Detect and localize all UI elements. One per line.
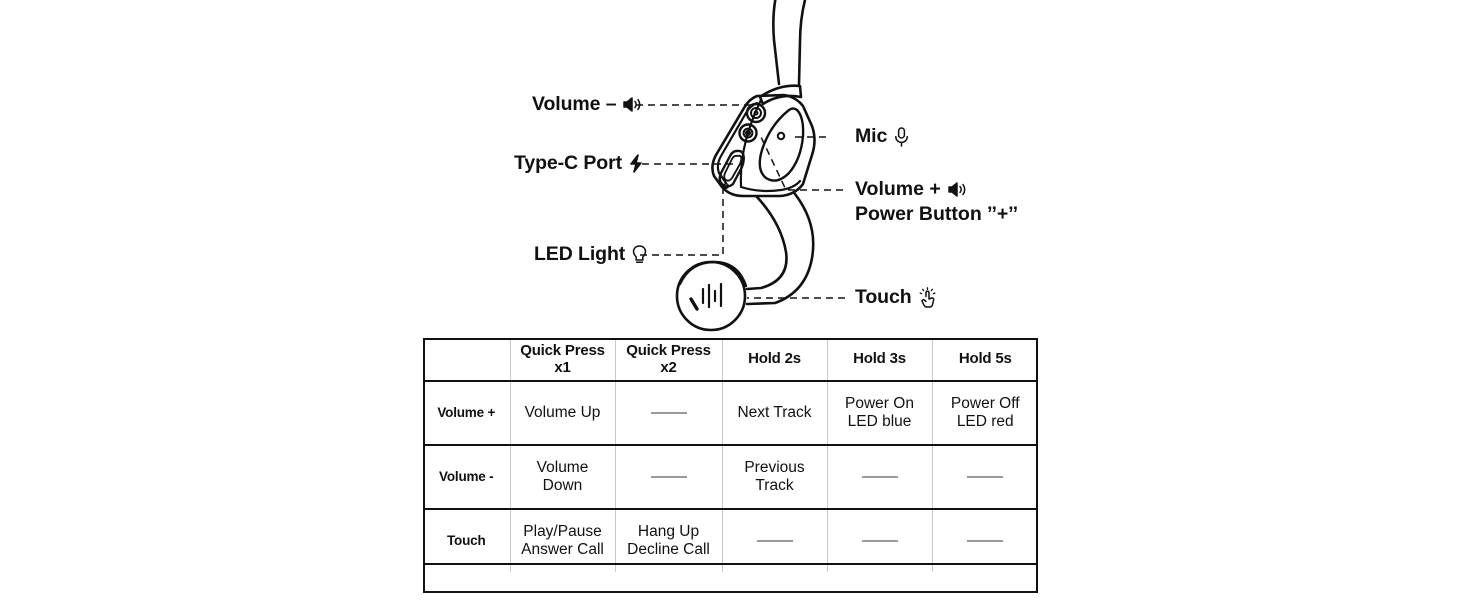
earpiece-disc (675, 260, 747, 332)
not-applicable-dash (861, 539, 898, 542)
earpiece-sound-waves (701, 282, 723, 309)
module-left-bevel (716, 101, 759, 185)
cell-volume-minus-quick-press-x2 (614, 445, 723, 509)
earpiece-rim (678, 260, 748, 288)
callout-mic-label: Mic (855, 125, 888, 148)
callout-led-light-label: LED Light (534, 243, 626, 266)
microphone-icon (893, 126, 910, 148)
column-header-quick-press-x2: Quick Press x2 (614, 338, 723, 381)
row-header-touch: Touch (423, 509, 511, 572)
column-header-quick-press-x1: Quick Press x1 (509, 338, 616, 381)
control-module-body (711, 93, 816, 198)
leader-volume-plus (760, 136, 843, 191)
callout-volume-minus: Volume – (532, 93, 643, 116)
not-applicable-dash (650, 475, 687, 478)
callout-power-button-label: Power Button ˮ+ˮ (855, 202, 1019, 225)
module-face-seam (739, 98, 763, 188)
callout-volume-plus-label: Volume + (855, 178, 941, 200)
cell-volume-minus-hold-5s (931, 445, 1038, 509)
headband-right-edge (797, 0, 807, 86)
volume-up-button-outer (738, 123, 758, 143)
callout-mic: Mic (855, 125, 910, 148)
tap-hand-icon (918, 287, 938, 309)
volume-down-button-outer (745, 102, 767, 124)
led-indicator (722, 183, 729, 190)
not-applicable-dash (967, 539, 1004, 542)
volume-up-button-center (745, 129, 752, 136)
lightbulb-icon (631, 244, 648, 266)
not-applicable-dash (756, 539, 793, 542)
speaker-icon (947, 180, 968, 199)
ear-hook-inner-edge (745, 195, 788, 291)
column-header-hold-5s: Hold 5s (931, 338, 1038, 381)
not-applicable-dash (967, 475, 1004, 478)
row-header-volume-minus: Volume - (423, 445, 511, 509)
headband-left-edge (772, 0, 781, 86)
lightning-bolt-icon (628, 153, 644, 174)
cell-touch-hold-5s (931, 509, 1038, 572)
callout-volume-plus: Volume + Power Button ˮ+ˮ (855, 178, 1019, 226)
callout-volume-minus-label: Volume – (532, 93, 617, 115)
mic-pinhole (776, 131, 786, 141)
callout-type-c-port: Type-C Port (514, 152, 644, 175)
cell-volume-minus-hold-3s (826, 445, 933, 509)
cell-volume-plus-hold-2s: Next Track (721, 381, 828, 445)
column-header-hold-2s: Hold 2s (721, 338, 828, 381)
callout-touch-label: Touch (855, 286, 912, 309)
type-c-port-inner (723, 154, 743, 182)
cell-touch-hold-3s (826, 509, 933, 572)
mic-panel (758, 107, 805, 182)
leader-lines (636, 104, 845, 299)
leader-led-light (640, 188, 724, 256)
band-collar (758, 84, 803, 106)
ear-hook-outer-edge (745, 192, 815, 306)
table-footer-divider (423, 563, 1038, 565)
module-bottom-lip (739, 179, 802, 193)
volume-up-button-mid (742, 127, 754, 139)
type-c-port-outer (718, 149, 745, 188)
cell-touch-hold-2s (721, 509, 828, 572)
callout-touch: Touch (855, 286, 938, 309)
table-corner-cell (423, 338, 511, 381)
volume-down-button-mid (750, 107, 762, 119)
volume-down-button-center (753, 110, 759, 116)
control-table: Quick Press x1 Quick Press x2 Hold 2s Ho… (423, 338, 1038, 572)
row-header-volume-plus: Volume + (423, 381, 511, 445)
callout-led-light: LED Light (534, 243, 648, 266)
cell-volume-plus-quick-press-x2 (614, 381, 723, 445)
cell-volume-plus-quick-press-x1: Volume Up (509, 381, 616, 445)
not-applicable-dash (861, 475, 898, 478)
column-header-hold-3s: Hold 3s (826, 338, 933, 381)
earpiece-accent-dash (689, 297, 699, 311)
speaker-icon (622, 95, 643, 114)
not-applicable-dash (650, 411, 687, 414)
callout-type-c-port-label: Type-C Port (514, 152, 622, 174)
table-header-row: Quick Press x1 Quick Press x2 Hold 2s Ho… (423, 338, 1038, 381)
